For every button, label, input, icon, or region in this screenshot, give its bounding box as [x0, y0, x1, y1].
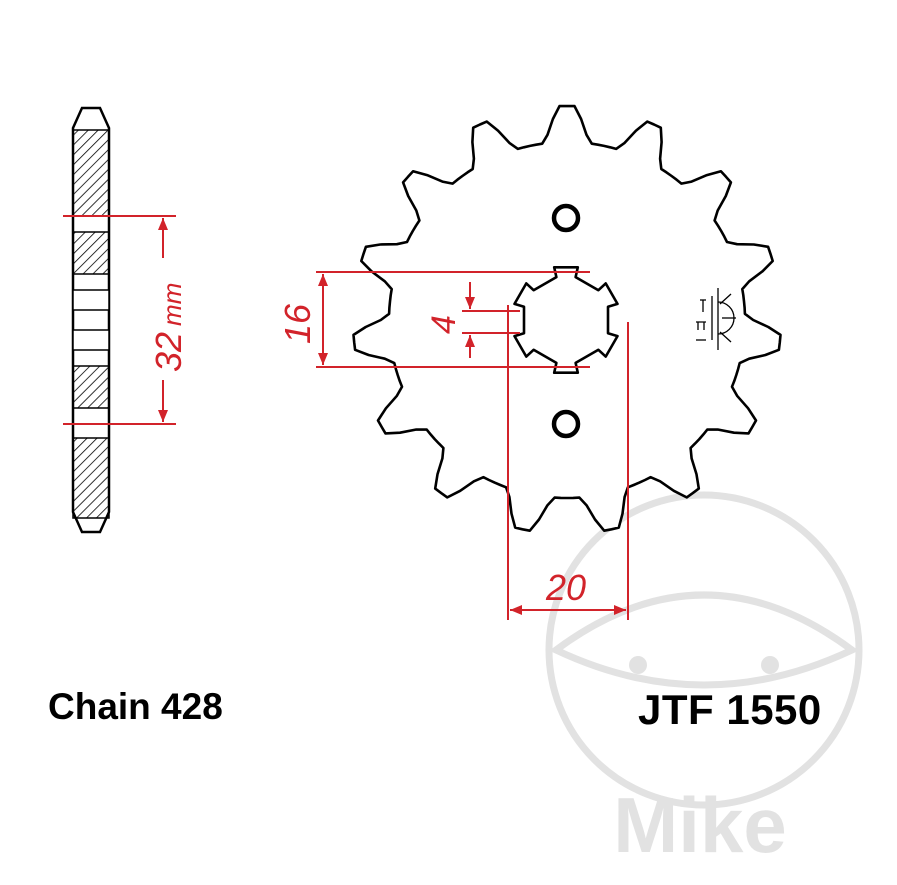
side-hatch-upper — [72, 231, 110, 275]
sprocket-front-view — [352, 104, 782, 532]
side-hatch-top — [72, 129, 110, 217]
side-hatch-lower — [72, 365, 110, 409]
mounting-hole-bottom — [551, 409, 581, 439]
watermark-text: Mike — [613, 781, 786, 869]
rotation-symbol — [696, 288, 736, 350]
dimension-spline-height: 16 — [277, 303, 318, 344]
dimension-pcd — [63, 215, 176, 425]
pcd-value: 32 — [148, 332, 189, 372]
dimension-pcd-label: 32 mm — [148, 283, 189, 372]
part-number-label: JTF 1550 — [638, 686, 822, 733]
chain-size-label: Chain 428 — [48, 686, 223, 727]
watermark — [545, 491, 863, 809]
dimension-lines — [316, 271, 629, 620]
pcd-unit: mm — [157, 283, 187, 326]
watermark-eye-left — [629, 656, 647, 674]
mounting-hole-top — [551, 203, 581, 233]
side-spline-slot-1 — [72, 289, 110, 311]
sprocket-side-view — [71, 106, 111, 534]
side-hatch-bottom — [72, 437, 110, 519]
watermark-circle — [545, 491, 863, 809]
dimension-spline-width: 20 — [545, 567, 586, 608]
watermark-eye-right — [761, 656, 779, 674]
spline-bore — [513, 266, 619, 374]
dimension-offset: 4 — [425, 315, 463, 334]
watermark-visor — [549, 591, 859, 689]
side-spline-slot-2 — [72, 329, 110, 351]
